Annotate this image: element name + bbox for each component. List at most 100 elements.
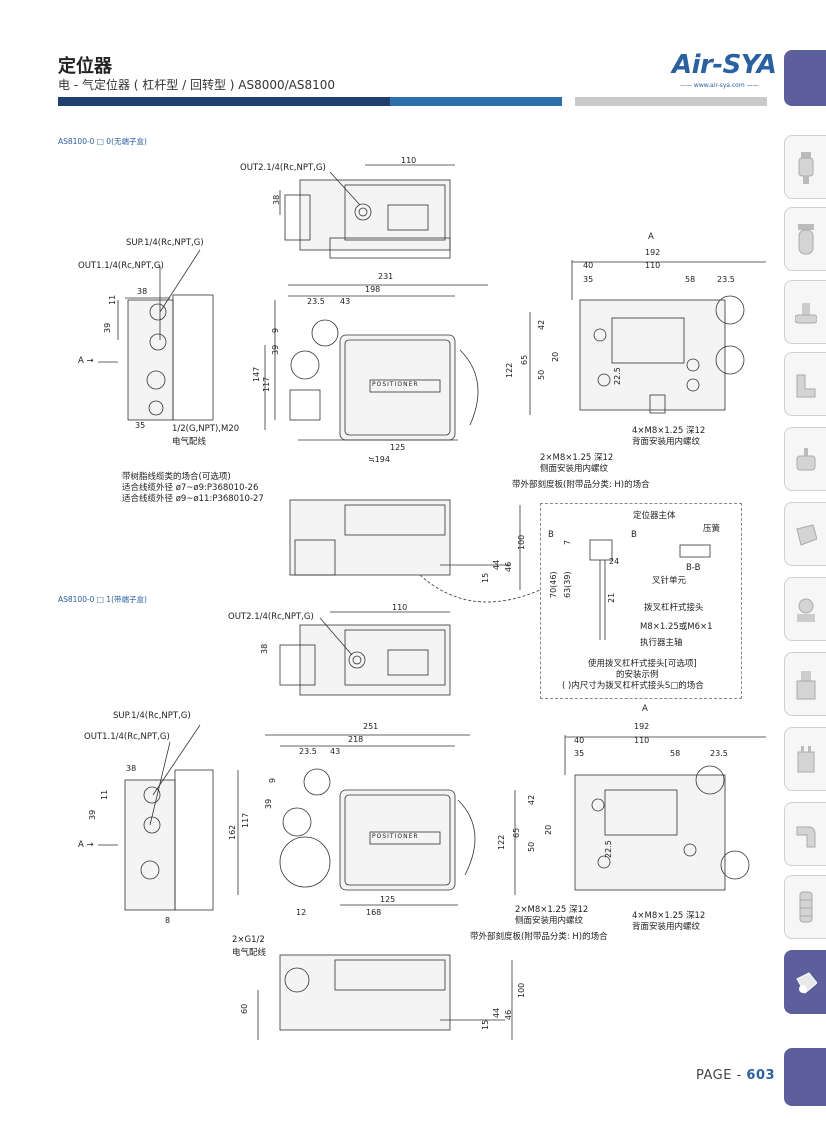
dim-38-2: 38 [126, 764, 137, 773]
label-out1-2: OUT1.1/4(Rc,NPT,G) [84, 732, 170, 742]
side-screw-note: 2×M8×1.25 深12 [540, 453, 614, 463]
page-subtitle: 电 - 气定位器 ( 杠杆型 / 回转型 ) AS8000/AS8100 [58, 78, 336, 92]
elbow-icon [796, 826, 816, 848]
dim-38: 38 [137, 287, 148, 296]
page-title: 定位器 [58, 56, 112, 77]
solenoid-icon [796, 524, 817, 546]
dim-46: 46 [504, 561, 513, 572]
cylinder-filter-icon [798, 224, 814, 255]
resin-note-2: 适合线缆外径 ø7~ø9:P368010-26 [122, 483, 259, 493]
side-tab-pressure-switch[interactable] [784, 427, 826, 491]
dim-22-5-2: 22.5 [604, 840, 613, 858]
dim-8: 8 [165, 916, 171, 925]
dim-23-5-2: 23.5 [299, 747, 317, 756]
label-conduit-2x: 2×G1/2 [232, 935, 265, 945]
arrow-a-label-2: A → [78, 840, 94, 850]
dim-35-r: 35 [583, 275, 594, 284]
front-view-drawing-2 [237, 734, 476, 906]
label-a-bottom: A [642, 704, 648, 714]
dim-22-5: 22.5 [613, 367, 622, 385]
bottom-view-drawing-2 [257, 954, 513, 1040]
side-tab-manifold[interactable] [784, 652, 826, 716]
dim-21: 21 [607, 592, 616, 603]
side-screw-note-b2: 侧面安装用内螺纹 [515, 916, 584, 926]
dim-58-2: 58 [670, 749, 681, 758]
dim-100-2: 100 [517, 982, 526, 998]
label-thread: M8×1.25或M6×1 [640, 622, 713, 632]
header-bar-navy [58, 97, 390, 106]
arrow-a-label: A → [78, 356, 94, 366]
detail-note-1: 使用拨叉杠杆式接头[可选项] [588, 659, 697, 669]
side-tab-silencer[interactable] [784, 875, 826, 939]
dim-50-2: 50 [527, 841, 536, 852]
pipe-fitting-icon [796, 374, 816, 398]
section-label-with-terminal: AS8100-0 □ 1(带端子盒) [58, 595, 147, 604]
label-b-b: B-B [686, 563, 701, 573]
section-label-no-terminal: AS8100-0 □ 0(无端子盒) [58, 137, 147, 146]
dim-251: 251 [363, 722, 379, 731]
brand-url: —— www.air-sya.com —— [680, 82, 759, 89]
dim-110-r2: 110 [634, 736, 650, 745]
dim-218: 218 [348, 735, 364, 744]
side-tab-valve[interactable] [784, 280, 826, 344]
label-b-left: B [548, 530, 554, 540]
side-screw-note-2: 侧面安装用内螺纹 [540, 464, 609, 474]
dim-15: 15 [481, 572, 490, 583]
header-bar-blue [390, 97, 562, 106]
dim-38-vert: 38 [272, 194, 281, 205]
back-screw-note-2: 背面安装用内螺纹 [632, 437, 701, 447]
dim-44: 44 [492, 559, 501, 570]
label-positioner-body: 定位器主体 [633, 511, 676, 521]
side-tab-actuator[interactable] [784, 727, 826, 791]
chapter-tab-bottom[interactable] [784, 1048, 826, 1106]
label-b-right: B [631, 530, 637, 540]
valve-icon [795, 303, 817, 324]
scale-plate-note: 带外部刻度板(附带品分类: H)的场合 [512, 480, 650, 490]
dim-40-2: 40 [574, 736, 585, 745]
dim-35-r2: 35 [574, 749, 585, 758]
chapter-tab-top[interactable] [784, 50, 826, 106]
back-screw-note-b: 4×M8×1.25 深12 [632, 911, 706, 921]
brand-logo: Air-SYA [672, 50, 777, 80]
label-out2-2: OUT2.1/4(Rc,NPT,G) [228, 612, 314, 622]
side-tab-regulator[interactable] [784, 577, 826, 641]
dim-20: 20 [551, 351, 560, 362]
dim-23-5: 23.5 [307, 297, 325, 306]
dim-122-2: 122 [497, 834, 506, 850]
page-number: PAGE - 603 [696, 1068, 776, 1083]
label-fork-unit: 叉针单元 [652, 576, 687, 586]
side-tab-positioner[interactable] [784, 950, 826, 1014]
dim-11-2: 11 [100, 789, 109, 800]
manifold-icon [796, 671, 816, 700]
label-out2: OUT2.1/4(Rc,NPT,G) [240, 163, 326, 173]
side-tab-elbow[interactable] [784, 802, 826, 866]
rear-view-drawing-2 [514, 735, 766, 895]
side-tab-pipe-fitting[interactable] [784, 352, 826, 416]
resin-note-3: 适合线缆外径 ø9~ø11:P368010-27 [122, 494, 264, 504]
dim-39-2: 39 [88, 809, 97, 820]
dim-46-2: 46 [504, 1009, 513, 1020]
dim-35: 35 [135, 421, 146, 430]
dim-162: 162 [228, 824, 237, 840]
dim-9: 9 [271, 327, 280, 333]
dim-168: 168 [366, 908, 382, 917]
top-view-drawing-2 [279, 611, 451, 696]
dim-43-2: 43 [330, 747, 341, 756]
side-tab-solenoid[interactable] [784, 502, 826, 566]
side-tab-filter[interactable] [784, 135, 826, 199]
back-screw-note-b2: 背面安装用内螺纹 [632, 922, 701, 932]
label-sup: SUP.1/4(Rc,NPT,G) [126, 238, 204, 248]
side-tab-cylinder-filter[interactable] [784, 207, 826, 271]
dim-192-2: 192 [634, 722, 650, 731]
dim-43: 43 [340, 297, 351, 306]
label-a-top: A [648, 232, 654, 242]
side-screw-note-b: 2×M8×1.25 深12 [515, 905, 589, 915]
side-view-drawing-2 [98, 769, 214, 911]
dim-110-r: 110 [645, 261, 661, 270]
dim-42-2: 42 [527, 794, 536, 805]
dim-110: 110 [401, 156, 417, 165]
rear-view-drawing [529, 260, 766, 415]
back-screw-note: 4×M8×1.25 深12 [632, 426, 706, 436]
dim-60: 60 [240, 1003, 249, 1014]
